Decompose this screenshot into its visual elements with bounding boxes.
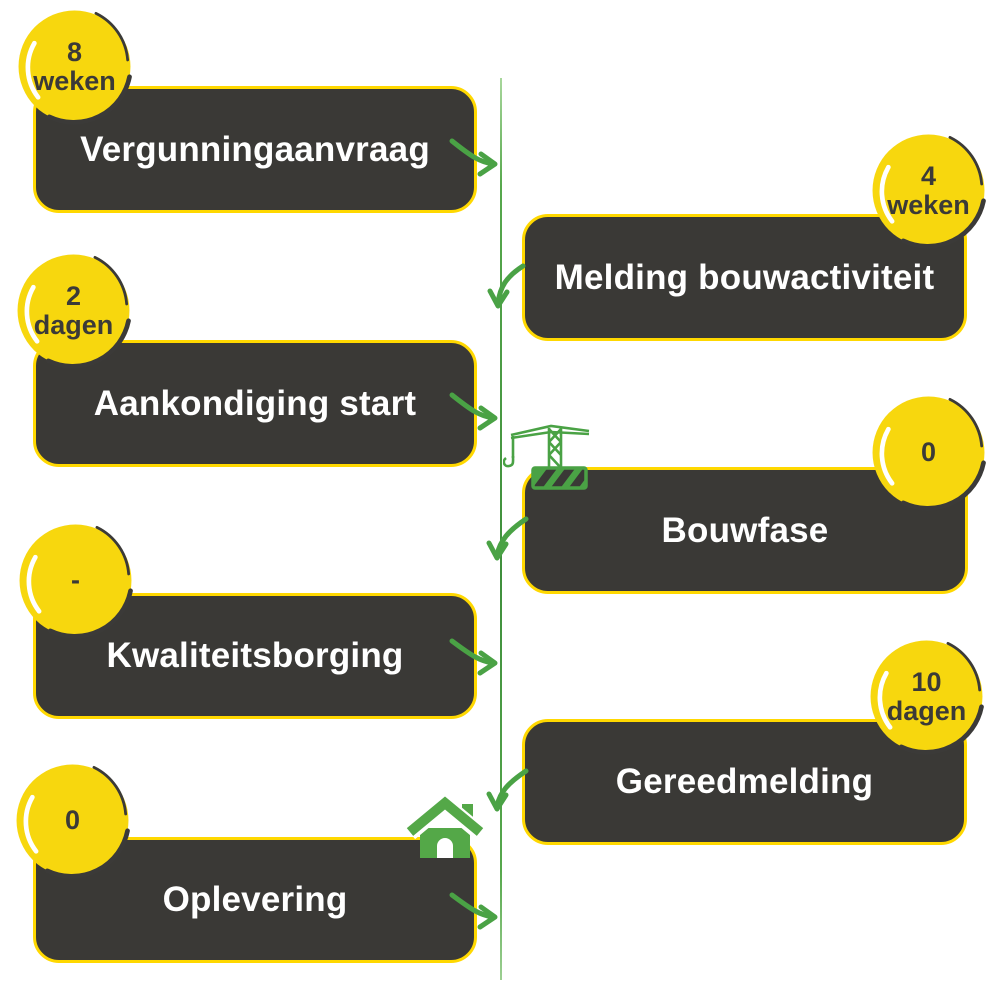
badge-ring — [19, 524, 133, 639]
duration-badge-aankondiging: 2 dagen — [11, 248, 136, 373]
duration-value: 4 — [920, 161, 937, 192]
duration-text: 4 weken — [866, 128, 991, 253]
duration-value: 8 — [66, 37, 83, 68]
step-label: Aankondiging start — [93, 383, 417, 423]
duration-text: 0 — [10, 758, 135, 883]
step-label: Oplevering — [162, 880, 348, 919]
step-label: Vergunningaanvraag — [80, 129, 430, 169]
badge-ring — [870, 640, 984, 755]
duration-badge-bouwfase: 0 — [866, 390, 991, 515]
duration-unit: weken — [33, 65, 116, 96]
step-label: Melding bouwactiviteit — [554, 257, 935, 297]
curved-arrow-icon-6 — [486, 768, 529, 812]
curved-arrow-icon-2 — [487, 263, 526, 309]
duration-badge-kwaliteitsborging: - — [13, 518, 138, 643]
duration-value: - — [71, 565, 80, 596]
timeline-line — [500, 78, 502, 980]
duration-text: 8 weken — [12, 4, 137, 129]
badge-ring — [16, 764, 130, 879]
step-label: Gereedmelding — [615, 762, 874, 801]
badge-ring — [872, 396, 986, 511]
badge-ring — [18, 10, 132, 125]
step-label: Bouwfase — [661, 510, 829, 550]
duration-badge-melding: 4 weken — [866, 128, 991, 253]
step-box-melding-bouwactiviteit: Melding bouwactiviteit — [522, 214, 967, 341]
duration-text: 2 dagen — [11, 248, 136, 373]
duration-value: 0 — [64, 805, 81, 836]
home-icon — [404, 794, 486, 858]
duration-text: 0 — [866, 390, 991, 515]
badge-ring — [872, 134, 986, 249]
duration-unit: weken — [887, 189, 970, 220]
duration-value: 0 — [920, 437, 937, 468]
duration-text: 10 dagen — [864, 634, 989, 759]
badge-ring — [17, 254, 131, 369]
duration-text: - — [13, 518, 138, 643]
duration-unit: dagen — [33, 309, 114, 340]
duration-badge-vergunningaanvraag: 8 weken — [12, 4, 137, 129]
duration-badge-oplevering: 0 — [10, 758, 135, 883]
step-box-aankondiging-start: Aankondiging start — [33, 340, 477, 467]
duration-unit: dagen — [886, 695, 967, 726]
duration-badge-gereedmelding: 10 dagen — [864, 634, 989, 759]
step-label: Kwaliteitsborging — [106, 636, 404, 675]
duration-value: 10 — [911, 667, 942, 698]
curved-arrow-icon-4 — [486, 516, 529, 561]
duration-value: 2 — [65, 281, 82, 312]
crane-icon — [503, 424, 590, 490]
